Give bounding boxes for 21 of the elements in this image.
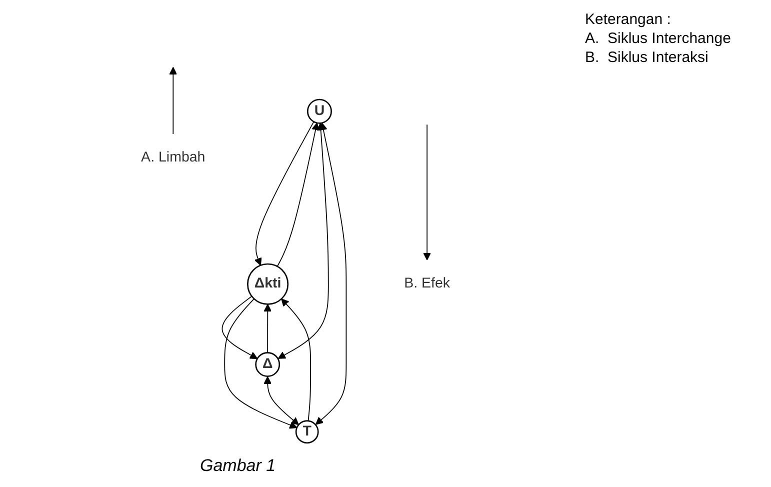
- arrow: [276, 122, 320, 267]
- circle-node: Δ: [255, 352, 280, 377]
- arrow: [281, 298, 312, 422]
- note-text: B. Siklus Interaksi: [585, 48, 710, 67]
- caption: Gambar 1: [200, 456, 276, 476]
- arrow: [315, 122, 347, 425]
- circle-node: Δkti: [247, 263, 289, 305]
- circle-node: U: [307, 98, 332, 124]
- node-label: A. Limbah: [141, 150, 206, 166]
- note-text: A. Siklus Interchange: [585, 29, 731, 48]
- arrow: [224, 298, 298, 429]
- arrow: [264, 304, 272, 354]
- arrow: [264, 376, 300, 426]
- arrow: [278, 122, 329, 359]
- arrow: [254, 121, 314, 266]
- circle-node: T: [295, 420, 319, 444]
- note-text: Keterangan :: [585, 10, 672, 29]
- arrow: [423, 124, 431, 260]
- node-label: B. Efek: [404, 276, 450, 292]
- arrow: [222, 296, 258, 360]
- arrow: [169, 66, 178, 134]
